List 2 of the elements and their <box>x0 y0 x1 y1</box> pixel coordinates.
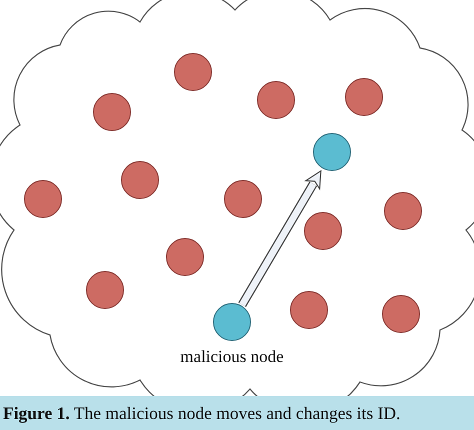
caption: Figure 1. The malicious node moves and changes its ID. <box>2 402 400 424</box>
node-label: malicious node <box>180 347 284 367</box>
